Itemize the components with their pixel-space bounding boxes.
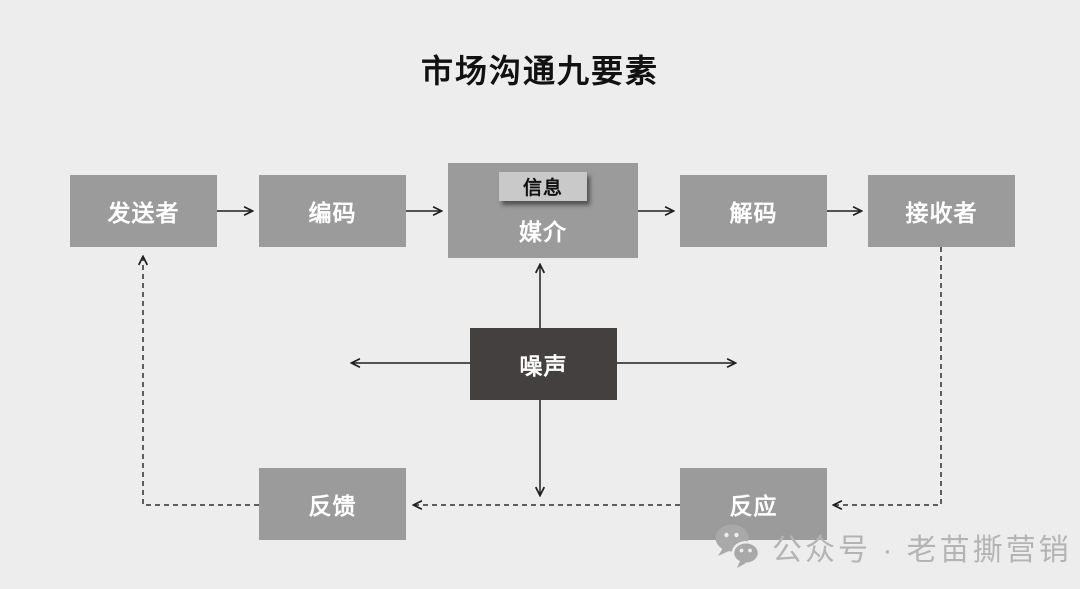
node-media-label: 媒介	[519, 218, 567, 245]
arrow-receiver-to-response	[834, 247, 942, 505]
node-media: 信息 媒介	[448, 163, 638, 258]
node-response: 反应	[680, 468, 827, 540]
node-feedback-label: 反馈	[308, 493, 357, 519]
node-message-label: 信息	[522, 178, 563, 199]
arrow-feedback-to-sender	[143, 257, 259, 506]
watermark-text: 公众号 · 老苗撕营销	[772, 534, 1072, 567]
node-noise: 噪声	[470, 328, 617, 400]
node-sender-label: 发送者	[107, 200, 180, 226]
page-title: 市场沟通九要素	[420, 53, 659, 89]
wechat-icon	[715, 524, 761, 568]
node-encode-label: 编码	[308, 200, 357, 226]
node-response-label: 反应	[729, 493, 778, 519]
node-receiver: 接收者	[868, 175, 1015, 247]
watermark: 公众号 · 老苗撕营销	[712, 522, 1072, 572]
node-decode: 解码	[680, 175, 827, 247]
node-noise-label: 噪声	[519, 353, 568, 379]
node-feedback: 反馈	[259, 468, 406, 540]
node-decode-label: 解码	[729, 200, 778, 226]
node-message: 信息	[499, 172, 587, 201]
node-sender: 发送者	[70, 175, 217, 247]
node-receiver-label: 接收者	[905, 200, 978, 226]
node-encode: 编码	[259, 175, 406, 247]
